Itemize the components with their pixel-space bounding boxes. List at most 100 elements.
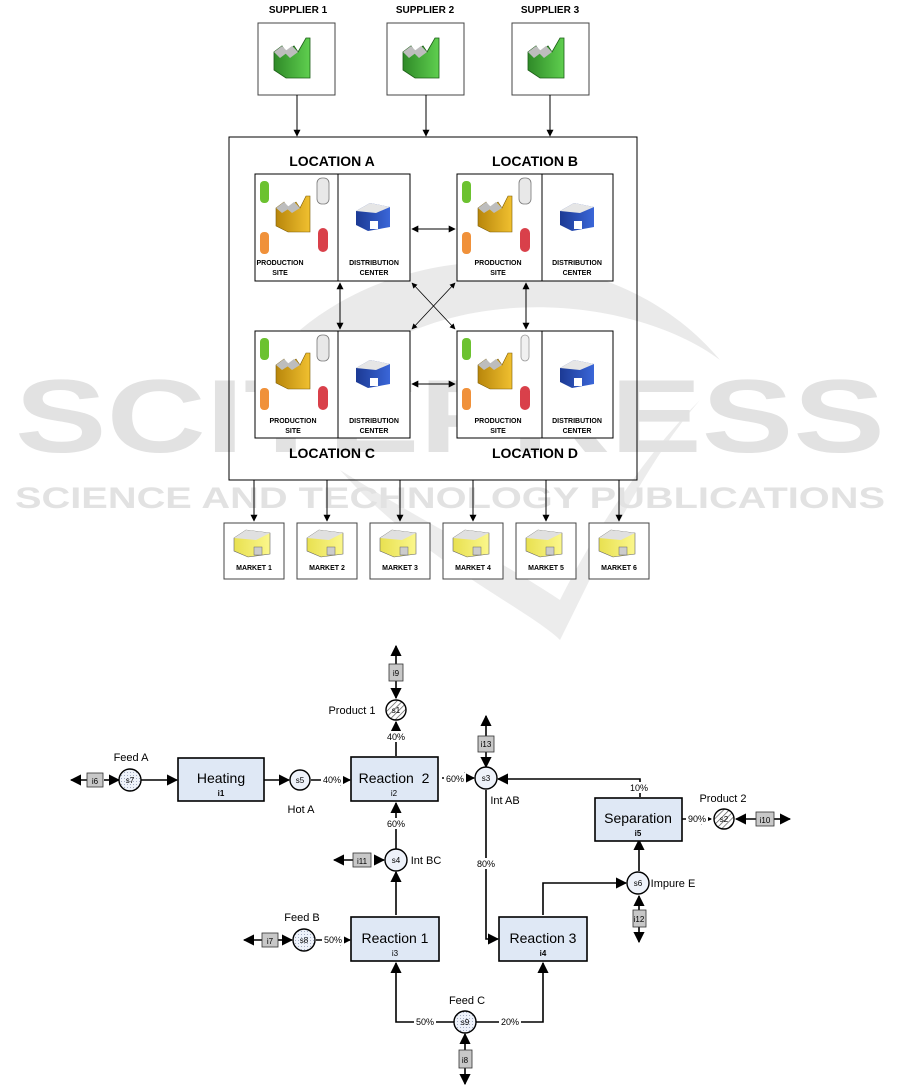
transfer-box bbox=[388, 663, 404, 682]
state-id: s5 bbox=[296, 776, 305, 785]
state-label: Int BC bbox=[411, 855, 442, 867]
watermark-swoosh-top bbox=[300, 261, 720, 360]
factory-green-icon bbox=[273, 37, 311, 79]
supplier-label: SUPPLIER 2 bbox=[396, 5, 455, 16]
market-5: MARKET 5 bbox=[515, 522, 577, 580]
flow-i4-s6 bbox=[542, 877, 628, 915]
production-site: PRODUCTION SITE bbox=[462, 177, 532, 277]
state-id: s9 bbox=[461, 1018, 470, 1027]
transfer-box bbox=[477, 735, 495, 753]
task-box bbox=[350, 756, 439, 802]
transfer-i7: i7 bbox=[261, 932, 279, 948]
task-name: Reaction 1 bbox=[362, 930, 429, 946]
location-label: LOCATION D bbox=[492, 445, 578, 461]
location-a: LOCATION A PRODUCTION SITE bbox=[254, 153, 411, 282]
market-3: MARKET 3 bbox=[369, 522, 431, 580]
state-id: s1 bbox=[392, 706, 401, 715]
warehouse-yellow-icon bbox=[452, 529, 490, 558]
state-label: Int AB bbox=[490, 795, 519, 807]
transfer-id: i11 bbox=[357, 857, 368, 866]
distribution-center: DISTRIBUTION CENTER bbox=[552, 203, 602, 277]
watermark-subtext: SCIENCE AND TECHNOLOGY PUBLICATIONS bbox=[15, 482, 885, 515]
market-2: MARKET 2 bbox=[296, 522, 358, 580]
warehouse-blue-icon bbox=[560, 360, 594, 388]
column-icon bbox=[316, 177, 330, 205]
distribution-center: DISTRIBUTION CENTER bbox=[349, 203, 399, 277]
state-circle bbox=[713, 808, 735, 830]
task-name: Separation bbox=[604, 810, 672, 826]
market-label: MARKET 2 bbox=[309, 565, 345, 572]
production-label: PRODUCTION bbox=[474, 260, 521, 267]
factory-gold-icon bbox=[477, 195, 513, 233]
task-box bbox=[498, 916, 588, 962]
vessel-orange-icon bbox=[260, 388, 269, 410]
market-1: MARKET 1 bbox=[223, 522, 285, 580]
watermark-text: SCITEPRESS bbox=[15, 359, 885, 475]
market-6: MARKET 6 bbox=[588, 522, 650, 580]
flow-s3-i4 bbox=[485, 790, 500, 945]
transfers: i6 i7 i8 i9 i10 i11 i12 i13 bbox=[86, 663, 775, 1069]
vessel-red-icon bbox=[318, 228, 328, 252]
vessel-red-icon bbox=[520, 228, 530, 252]
fraction-label: 40% bbox=[323, 775, 341, 785]
production-site: PRODUCTION SITE bbox=[462, 334, 530, 435]
state-id: s8 bbox=[300, 936, 309, 945]
distribution-label: DISTRIBUTION bbox=[349, 260, 399, 267]
market-label: MARKET 1 bbox=[236, 565, 272, 572]
production-label: SITE bbox=[490, 270, 506, 277]
task-id: i1 bbox=[218, 789, 225, 798]
warehouse-blue-icon bbox=[356, 203, 390, 231]
state-id: s6 bbox=[634, 879, 643, 888]
warehouse-yellow-icon bbox=[379, 529, 417, 558]
task-id: i2 bbox=[391, 789, 398, 798]
transfer-box bbox=[86, 772, 104, 788]
state-s9: s9 Feed C bbox=[449, 995, 485, 1034]
production-label: PRODUCTION bbox=[269, 418, 316, 425]
transfer-id: i13 bbox=[481, 740, 492, 749]
transfer-id: i10 bbox=[760, 816, 771, 825]
state-id: s3 bbox=[482, 774, 491, 783]
market-label: MARKET 5 bbox=[528, 565, 564, 572]
vessel-green-icon bbox=[462, 338, 471, 360]
market-arrows bbox=[250, 480, 623, 522]
supply-chain-diagram: SUPPLIER 1 SUPPLIER 2 SUPPLIER 3 bbox=[223, 5, 650, 580]
supplier-1: SUPPLIER 1 bbox=[257, 5, 336, 137]
state-circle bbox=[118, 768, 142, 792]
market-label: MARKET 6 bbox=[601, 565, 637, 572]
production-site: PRODUCTION SITE bbox=[256, 177, 330, 277]
location-label: LOCATION C bbox=[289, 445, 375, 461]
state-id: s7 bbox=[126, 776, 135, 785]
state-label: Product 2 bbox=[699, 793, 746, 805]
transfer-i12: i12 bbox=[632, 909, 647, 928]
transfer-id: i9 bbox=[393, 669, 400, 678]
market-label: MARKET 3 bbox=[382, 565, 418, 572]
transfer-id: i7 bbox=[267, 937, 274, 946]
transfer-i9: i9 bbox=[388, 663, 404, 682]
factory-green-icon bbox=[402, 37, 440, 79]
task-i4: Reaction 3 i4 bbox=[498, 916, 588, 962]
supplier-label: SUPPLIER 1 bbox=[269, 5, 328, 16]
market-label: MARKET 4 bbox=[455, 565, 491, 572]
production-label: SITE bbox=[285, 428, 301, 435]
network-boundary bbox=[228, 136, 638, 481]
factory-green-icon bbox=[527, 37, 565, 79]
vessel-red-icon bbox=[520, 386, 530, 410]
task-name: Reaction 2 bbox=[359, 770, 430, 786]
task-box bbox=[177, 757, 265, 802]
task-i2: Reaction 2 i2 bbox=[350, 756, 439, 802]
state-id: s4 bbox=[392, 856, 401, 865]
flow-s9-i4 bbox=[476, 961, 549, 1023]
state-circle bbox=[289, 769, 311, 791]
fraction-label: 60% bbox=[387, 819, 405, 829]
task-box bbox=[594, 797, 683, 842]
transfer-box bbox=[755, 811, 775, 827]
market-4: MARKET 4 bbox=[442, 522, 504, 580]
state-label: Feed C bbox=[449, 995, 485, 1007]
state-s1: s1 Product 1 bbox=[328, 699, 407, 721]
column-icon bbox=[316, 334, 330, 362]
transfer-id: i8 bbox=[462, 1056, 469, 1065]
location-b: LOCATION B PRODUCTION SITE bbox=[456, 153, 614, 282]
state-label: Product 1 bbox=[328, 705, 375, 717]
